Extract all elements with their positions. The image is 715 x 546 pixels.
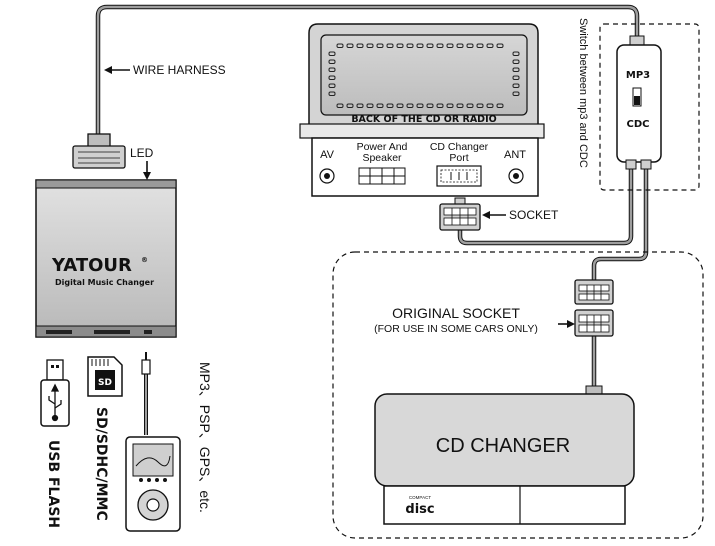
power-speaker-label-2: Speaker xyxy=(362,152,402,164)
vent-hole xyxy=(426,103,434,108)
vent-hole xyxy=(456,103,464,108)
vent-hole xyxy=(512,51,520,56)
vent-hole xyxy=(328,75,336,80)
media-players-label: MP3、PSP、GPS、etc. xyxy=(197,362,213,513)
vent-hole xyxy=(436,103,444,108)
cable-switch-to-original-socket xyxy=(591,168,649,280)
switch-zone xyxy=(599,23,700,191)
switch-cdc-label: CDC xyxy=(627,119,650,130)
svg-text:disc: disc xyxy=(405,502,434,517)
aux-plug xyxy=(141,352,151,375)
cd-changer-zone xyxy=(332,251,704,539)
switch-note-label: Switch between mp3 and CDC xyxy=(577,18,589,168)
vent-hole xyxy=(406,103,414,108)
socket-label: SOCKET xyxy=(509,208,559,222)
led-label: LED xyxy=(130,146,154,160)
svg-text:SD: SD xyxy=(98,378,112,388)
cd-port-label-2: Port xyxy=(449,152,468,164)
cd-changer-unit xyxy=(374,385,635,525)
wire-harness-label: WIRE HARNESS xyxy=(133,63,226,77)
vent-hole xyxy=(386,43,394,48)
socket-connector xyxy=(439,197,481,231)
vent-hole xyxy=(512,59,520,64)
vent-hole xyxy=(416,43,424,48)
vent-hole xyxy=(336,103,344,108)
vent-hole xyxy=(416,103,424,108)
yatour-device xyxy=(35,179,177,338)
vent-hole xyxy=(328,91,336,96)
power-speaker-port xyxy=(358,167,406,185)
vent-hole xyxy=(512,83,520,88)
original-socket-upper xyxy=(574,279,614,305)
cd-changer-port xyxy=(436,165,482,187)
vent-hole xyxy=(476,43,484,48)
svg-text:COMPACT: COMPACT xyxy=(409,495,431,500)
vent-hole xyxy=(436,43,444,48)
av-label: AV xyxy=(320,149,335,161)
media-player xyxy=(125,436,181,532)
switch-mp3-label: MP3 xyxy=(626,70,650,81)
vent-hole xyxy=(512,75,520,80)
vent-hole xyxy=(356,43,364,48)
vent-hole xyxy=(376,43,384,48)
cd-port-label-1: CD Changer xyxy=(430,141,489,153)
vent-hole xyxy=(496,43,504,48)
vent-hole xyxy=(346,103,354,108)
power-speaker-label-1: Power And xyxy=(357,141,408,153)
socket-arrow xyxy=(482,211,506,219)
vent-hole xyxy=(466,103,474,108)
original-socket-note: (FOR USE IN SOME CARS ONLY) xyxy=(374,323,538,335)
radio-vent-holes xyxy=(328,43,520,108)
vent-hole xyxy=(446,103,454,108)
original-socket-label: ORIGINAL SOCKET xyxy=(392,305,520,321)
radio-unit xyxy=(299,23,545,197)
original-socket-lower xyxy=(574,309,614,337)
device-subtitle: Digital Music Changer xyxy=(55,278,154,287)
sd-cards-label: SD/SDHC/MMC xyxy=(93,407,109,521)
vent-hole xyxy=(346,43,354,48)
usb-icon xyxy=(48,383,62,422)
vent-hole xyxy=(386,103,394,108)
original-socket-arrow xyxy=(558,320,575,328)
vent-hole xyxy=(356,103,364,108)
vent-hole xyxy=(512,67,520,72)
vent-hole xyxy=(366,103,374,108)
radio-back-label: BACK OF THE CD OR RADIO xyxy=(351,114,496,125)
vent-hole xyxy=(366,43,374,48)
vent-hole xyxy=(328,51,336,56)
cd-changer-label: CD CHANGER xyxy=(436,435,570,457)
vent-hole xyxy=(466,43,474,48)
device-brand: YATOUR xyxy=(51,255,132,276)
vent-hole xyxy=(328,83,336,88)
compact-disc-logo: COMPACT disc xyxy=(405,495,434,517)
usb-flash-label: USB FLASH xyxy=(45,440,61,528)
vent-hole xyxy=(476,103,484,108)
vent-hole xyxy=(336,43,344,48)
vent-hole xyxy=(396,103,404,108)
wire-harness-arrow xyxy=(104,66,130,74)
vent-hole xyxy=(328,59,336,64)
vent-hole xyxy=(376,103,384,108)
vent-hole xyxy=(456,43,464,48)
ant-port-icon xyxy=(508,168,524,184)
vent-hole xyxy=(496,103,504,108)
vent-hole xyxy=(512,91,520,96)
sd-logo-icon: SD xyxy=(95,370,115,390)
vent-hole xyxy=(328,67,336,72)
vent-hole xyxy=(406,43,414,48)
vent-hole xyxy=(396,43,404,48)
led-arrow xyxy=(143,161,151,180)
av-port-icon xyxy=(319,168,335,184)
mp3-cdc-switch xyxy=(616,35,662,170)
device-brand-mark: ® xyxy=(141,256,148,264)
vent-hole xyxy=(486,103,494,108)
vent-hole xyxy=(486,43,494,48)
ant-label: ANT xyxy=(504,149,526,161)
vent-hole xyxy=(426,43,434,48)
harness-db-connector xyxy=(72,133,126,169)
vent-hole xyxy=(446,43,454,48)
